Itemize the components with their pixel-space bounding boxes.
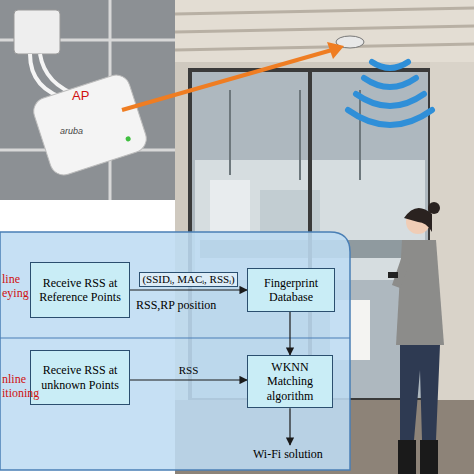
result-arrow [289,408,290,445]
edge-label: (SSIDᵢ, MACᵢ, RSSᵢ) [139,272,237,287]
box-text: Fingerprint Database [254,276,328,305]
text-label: RSS,RP position [136,298,216,312]
box-text: Receive RSS at unknown Points [37,363,123,392]
edge-label: RSS [179,364,199,377]
process-box: Receive RSS at unknown Points [30,350,130,405]
wifi-signal [348,62,432,125]
flow-arrow [130,289,247,290]
text-label: Wi-Fi solution [253,447,323,461]
process-box: Receive RSS at Reference Points [30,262,130,318]
box-text: WKNN Matching algorithm [254,360,326,403]
person-figure [388,202,444,474]
process-box: Fingerprint Database [247,268,335,312]
ap-photo [0,0,175,200]
flow-arrow [289,312,290,355]
flow-arrow [130,379,247,380]
process-panel [0,232,350,470]
text-label: nline itioning [2,372,46,401]
box-text: Receive RSS at Reference Points [37,276,123,305]
text-label: line eying [2,272,36,301]
pointer-arrow [122,42,344,110]
text-label: AP [72,88,89,104]
text-label: aruba [60,126,83,137]
process-box: WKNN Matching algorithm [247,355,333,408]
